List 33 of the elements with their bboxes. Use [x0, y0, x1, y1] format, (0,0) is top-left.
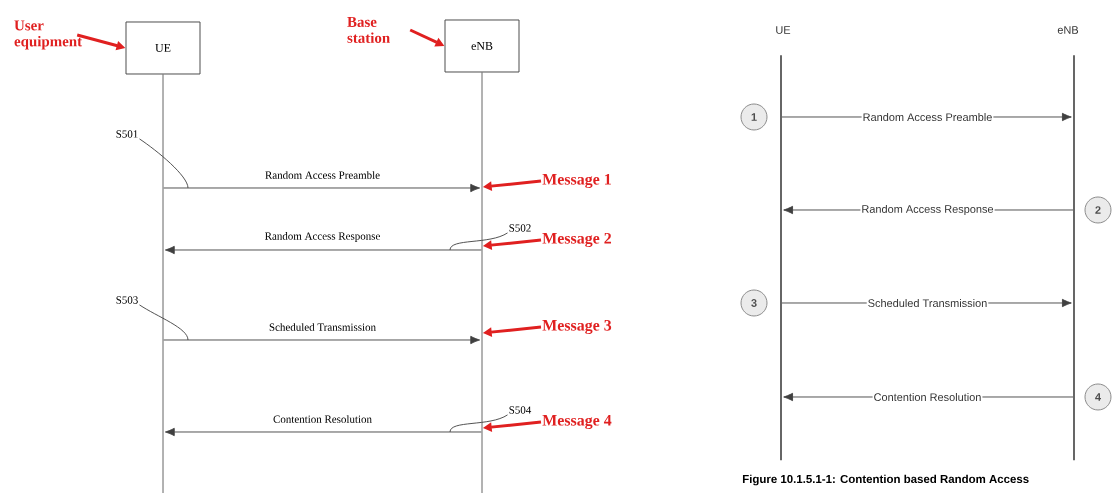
annotation-text: Base station [347, 17, 390, 43]
step-label: S504 [509, 406, 532, 414]
message-label: Scheduled Transmission [866, 297, 989, 308]
message-label: Contention Resolution [273, 415, 372, 423]
participant-box: UE [125, 21, 201, 75]
leader-line [139, 304, 189, 341]
leader-line [449, 232, 508, 251]
message-label: Random Access Response [860, 203, 995, 217]
message-label: Random Access Preamble [265, 171, 380, 179]
annotation-text: Message 3 [542, 319, 612, 335]
message-label: Random Access Preamble [861, 111, 994, 122]
step-label: S501 [116, 130, 138, 138]
participant-box: eNB [444, 19, 520, 73]
lifeline [162, 74, 164, 493]
arrow [164, 427, 482, 437]
message-label: Contention Resolution [872, 391, 983, 402]
message-label: Random Access Response [265, 232, 380, 242]
arrow [164, 245, 482, 255]
participant-label: eNB [1057, 26, 1079, 34]
leader-line [449, 414, 508, 433]
leader-line [139, 138, 189, 189]
figure-caption: Figure 10.1.5.1-1: Contention based Random Access [742, 474, 1029, 486]
arrow [163, 183, 481, 193]
participant-label: UE [776, 26, 791, 34]
annotation-text: Message 1 [542, 174, 611, 188]
annotation-text: Message 4 [542, 415, 612, 429]
lifeline [481, 72, 483, 493]
annotation-text: User equipment [14, 20, 83, 50]
message-label: Scheduled Transmission [269, 323, 376, 331]
step-label: S503 [116, 296, 138, 304]
annotation-text: Message 2 [542, 232, 611, 248]
arrow [163, 335, 481, 345]
step-label: S502 [509, 224, 531, 232]
